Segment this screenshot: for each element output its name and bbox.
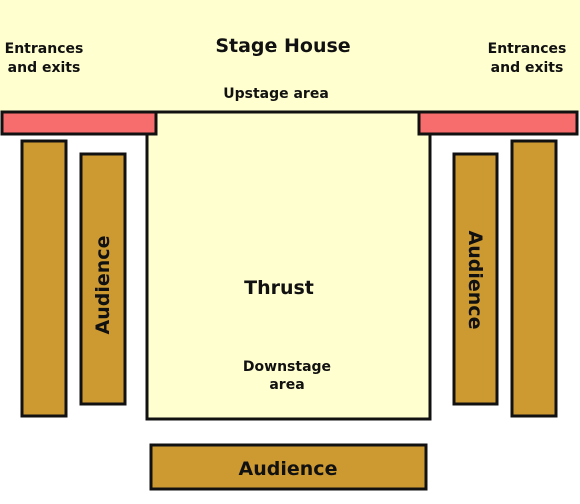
seating-right-inner — [452, 152, 499, 406]
seating-right-outer — [510, 139, 558, 418]
seating-left-outer — [20, 139, 68, 418]
entrances-right-label-line1: Entrances — [488, 41, 567, 57]
audience-left-label: Audience — [92, 236, 114, 335]
curtain-bar-right — [417, 110, 579, 136]
stage-house-area — [0, 0, 580, 112]
downstage-area-label-line2: area — [269, 377, 304, 393]
seating-left-inner — [79, 152, 127, 406]
entrances-left-label-line1: Entrances — [5, 41, 84, 57]
entrances-left-label-line2: and exits — [8, 60, 81, 76]
entrances-right-label-line2: and exits — [491, 60, 564, 76]
thrust-label: Thrust — [244, 277, 314, 299]
stage-house-label: Stage House — [215, 35, 350, 57]
downstage-area-label-line1: Downstage — [243, 359, 331, 375]
audience-right-label: Audience — [464, 231, 486, 330]
upstage-area-label: Upstage area — [223, 86, 329, 102]
curtain-bar-left — [0, 110, 158, 136]
seating-bottom — [149, 443, 428, 491]
thrust-stage — [145, 110, 432, 421]
audience-bottom-label: Audience — [239, 458, 338, 480]
